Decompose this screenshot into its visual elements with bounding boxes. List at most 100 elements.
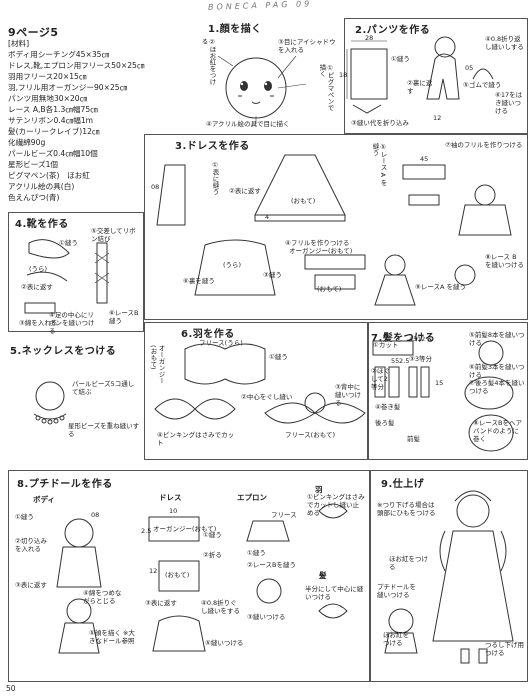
fabric-label: オーガンジー(おもて) <box>149 345 165 384</box>
section-title: 2.パンツを作る <box>355 25 431 36</box>
step-note: ④0.8折りぐし縫いをする <box>201 599 240 615</box>
section-title: 6.羽を作る <box>181 329 235 340</box>
subsection-title: 髪 <box>319 571 327 580</box>
section-title: 8.プチドールを作る <box>17 479 113 490</box>
step-note: ⑥前髪3本を縫いつける <box>469 363 525 379</box>
step-note: ⑦袖のフリルを作りつける <box>445 141 523 149</box>
material-item: 星形ビーズ1個 <box>8 160 59 169</box>
fabric-label: (おもて) <box>317 285 342 293</box>
section-title: 7.髪をつける <box>371 333 436 344</box>
step-note: ⑤縫いつける <box>205 639 244 647</box>
dimension-label: 55 <box>391 357 400 365</box>
step-note: 半分にして中心に縫いつける <box>305 585 364 601</box>
section-face: 1.顔を描く ②ほお紅をつける ③目にアイシャドウを入れる ①ピグマペンで描く … <box>178 16 342 132</box>
step-note: ⑤交差してリボン結び <box>91 227 136 243</box>
page-number: 50 <box>6 684 16 693</box>
material-item: 髪(カーリークレイブ)12㎝ <box>8 127 100 136</box>
material-item: ボディ用シーチング45×35㎝ <box>8 50 110 59</box>
material-item: 化繊綿90g <box>8 138 46 147</box>
step-note: ②レースBを縫う <box>247 561 296 569</box>
section-title: 5.ネックレスをつける <box>10 346 117 357</box>
fabric-label: (うら) <box>29 265 48 273</box>
dimension-label: 08 <box>151 183 160 191</box>
material-item: レース A,B各1.3㎝幅75㎝ <box>8 105 98 114</box>
step-note: ①縫う <box>203 531 222 539</box>
subsection-title: エプロン <box>237 493 267 502</box>
step-note: ⑤レース A を縫う <box>371 143 387 186</box>
dress-diagram <box>156 154 512 306</box>
dimension-label: 2.5 <box>399 357 410 365</box>
dimension-label: 28 <box>365 34 374 42</box>
step-note: ③目にアイシャドウを入れる <box>278 38 336 54</box>
material-item: 羽用フリース20×15㎝ <box>8 72 87 81</box>
step-note: ほお紅をつける <box>383 631 409 647</box>
dimension-label: 10 <box>169 507 178 515</box>
handwritten-header-note: BONECA PAG 09 <box>207 0 313 12</box>
section-title: 3.ドレスを作る <box>175 141 250 152</box>
step-note: ⑤ゴムで縫う <box>463 81 502 89</box>
wing-diagram <box>154 343 366 424</box>
step-note: ※つり下げる場合は頭部にひもをつける <box>377 501 436 517</box>
section-necklace: 5.ネックレスをつける パールビーズ5コ通して結ぶ 星形ビーズを重ね縫いする <box>8 336 142 454</box>
step-note: ③縫う <box>263 271 282 279</box>
step-note: ①ピグマペンで描く <box>318 64 334 111</box>
pants-diagram <box>346 36 494 114</box>
step-note: 星形ビーズを重ね縫いする <box>68 422 140 438</box>
dimension-label: 18 <box>339 71 348 79</box>
section-shoes: 4.靴を作る ①縫う ②表に返す ③綿を入れる ④足の中心にリボンを縫いつける … <box>8 212 144 335</box>
step-note: ④0.8折り返し縫いしする <box>485 35 524 51</box>
dimension-label: 15 <box>435 379 444 387</box>
material-item: 羽,フリル用オーガンジー90×25㎝ <box>8 83 128 92</box>
section-dress: 3.ドレスを作る 08 45 4 ①表に縫う ②表に返す ③縫う ④フリルを作り… <box>144 134 528 320</box>
step-note: ③縫い代を折り込み <box>351 119 409 127</box>
step-note: プチドールを縫いつける <box>377 583 416 599</box>
step-note: ①縫う <box>15 513 34 521</box>
step-note: ①縫う <box>269 353 288 361</box>
subsection-title: ボディ <box>33 495 55 504</box>
fabric-label: (おもて) <box>165 571 190 579</box>
shoe-diagram <box>24 239 110 314</box>
step-note: ⑥17をはき縫いつける <box>495 91 523 115</box>
step-note: ④足の中心にリボンを縫いつける <box>49 311 95 335</box>
page-title: 9ページ5 <box>8 26 59 39</box>
step-note: ①縫う <box>59 239 78 247</box>
finished-doll-illustration <box>384 490 514 664</box>
dimension-label: 05 <box>465 64 474 72</box>
step-note: ③縫いつける <box>247 613 286 621</box>
petit-doll-diagram <box>56 503 348 654</box>
step-note: ①カット <box>373 341 399 349</box>
necklace-diagram <box>33 381 67 425</box>
fabric-label: フリース(おもて) <box>285 431 335 439</box>
step-note: ほお紅をつける <box>389 555 428 571</box>
section-petit-doll: 8.プチドールを作る ボディ ①縫う ②切り込みを入れる ③表に返す ④綿をつめ… <box>8 470 370 682</box>
section-title: 1.顔を描く <box>208 24 262 35</box>
step-note: パールビーズ5コ通して結ぶ <box>72 380 135 396</box>
step-note: ②中心をぐし縫い <box>241 393 293 401</box>
section-pants: 2.パンツを作る 28 18 12 05 ①縫う ②裏に返す ③縫い代を折り込み… <box>339 18 528 134</box>
step-note: ⑨レースA を縫う <box>415 283 467 291</box>
fabric-label: フリース(うら) <box>199 339 243 347</box>
step-note: ③表に返す <box>145 599 177 607</box>
step-note: ⑧レースBをヘアバンドのように巻く <box>473 419 522 443</box>
step-note: ④フリルを作りつける <box>285 239 350 247</box>
step-note: ①縫う <box>247 549 266 557</box>
fabric-label: 後ろ髪 <box>375 419 395 427</box>
material-item: アクリル絵の具(白) <box>8 182 75 191</box>
dimension-label: 12 <box>149 567 158 575</box>
section-title: 9.仕上げ <box>381 479 425 490</box>
subsection-title: 羽 <box>315 485 323 494</box>
step-note: ①ピンキングはさみでカットし縫い止める <box>307 493 365 517</box>
section-finishing: 9.仕上げ ※つり下げる場合は頭部にひもをつける ほお紅をつける ほお紅をつける… <box>370 470 528 682</box>
material-item: サテンリボン0.4㎝幅1m <box>8 116 94 125</box>
dimension-label: 45 <box>420 155 429 163</box>
step-note: ④アクリル絵の具で目に描く <box>206 120 290 128</box>
step-note: ③背中に縫いつける <box>335 383 361 407</box>
dimension-label: 12 <box>433 114 442 122</box>
fabric-label: 前髪 <box>407 435 420 443</box>
fabric-label: (うら) <box>223 261 242 269</box>
step-note: ⑤前髪8本を縫いつける <box>469 331 525 347</box>
step-note: ②表に返す <box>21 283 53 291</box>
dimension-label: 45 <box>409 335 418 343</box>
step-note: ②ほお紅をつける <box>200 38 216 85</box>
dimension-label: 4 <box>265 213 270 221</box>
